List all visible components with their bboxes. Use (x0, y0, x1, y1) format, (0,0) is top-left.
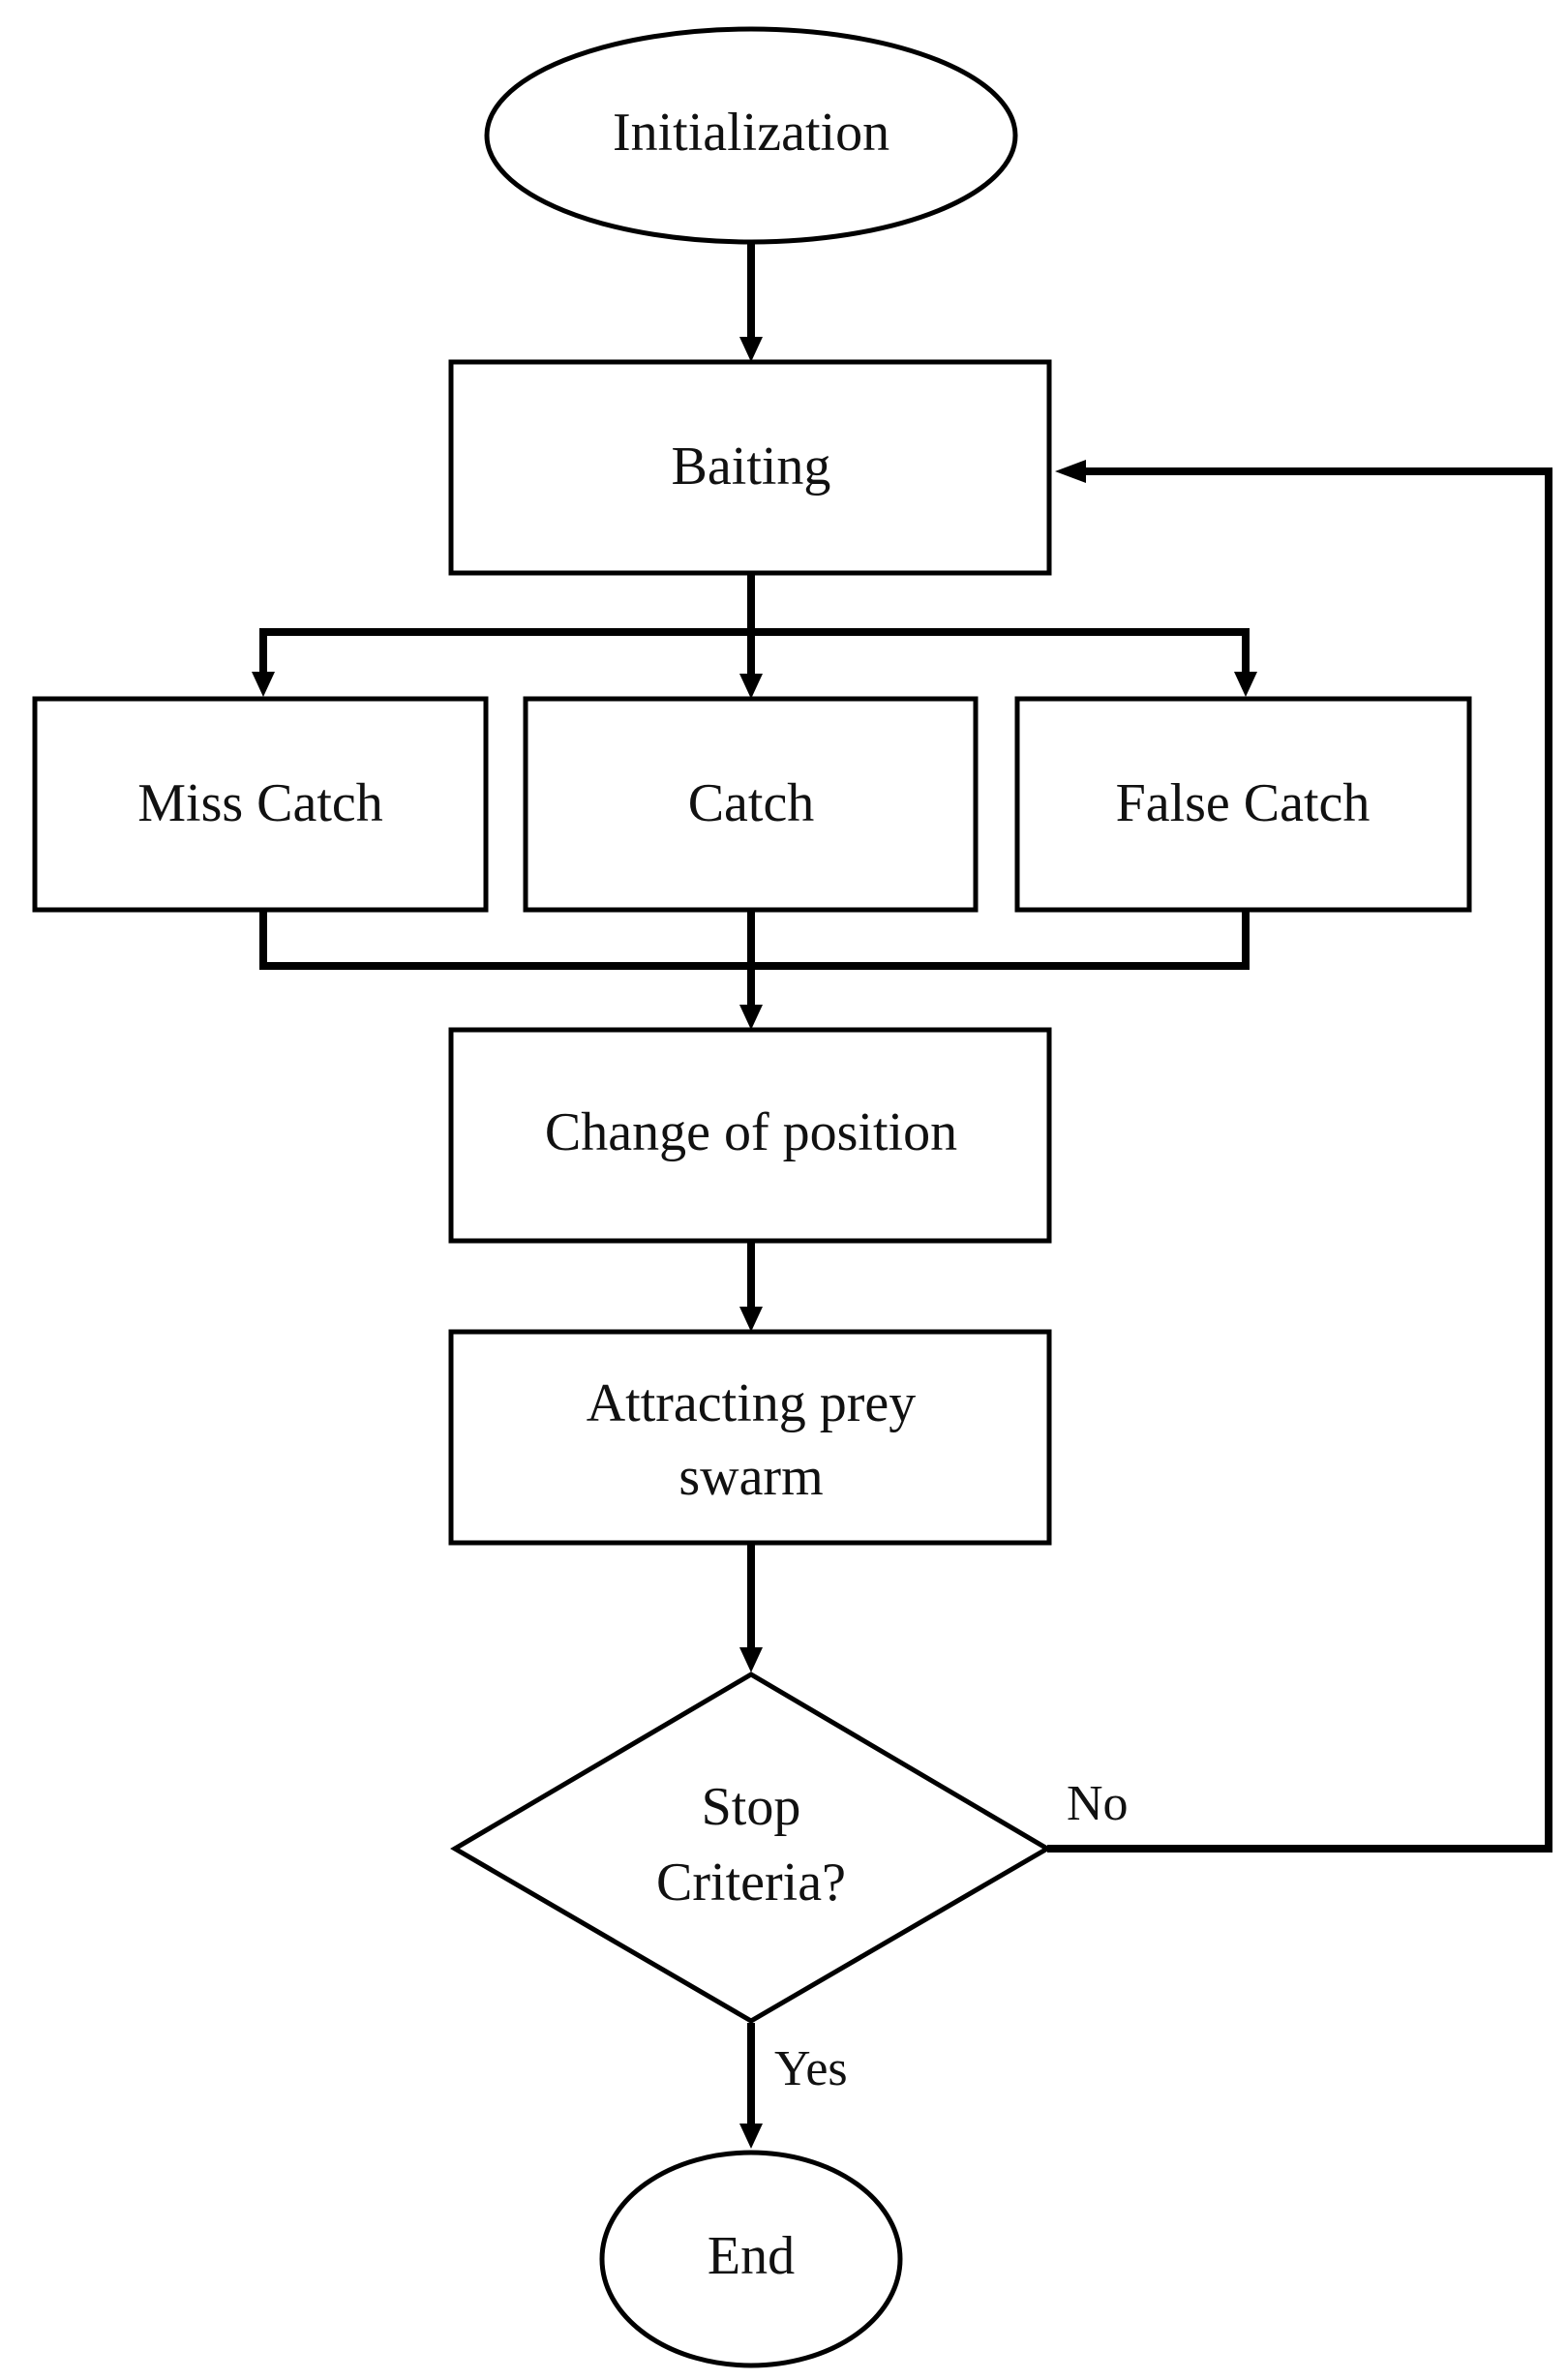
attracting-box (448, 1329, 1052, 1546)
arrowhead-miss-catch (252, 672, 275, 697)
baiting-box (448, 359, 1052, 576)
catch-label: Catch (688, 773, 815, 833)
edge-label-no: No (1067, 1776, 1129, 1831)
node-end: End (599, 2150, 903, 2368)
end-ellipse (599, 2150, 903, 2368)
baiting-label: Baiting (672, 437, 831, 497)
stop-criteria-label-line-1: Stop (702, 1777, 801, 1837)
node-initialization: Initialization (484, 26, 1018, 245)
attracting-label-line-1: Attracting prey (587, 1373, 917, 1433)
false-catch-label: False Catch (1116, 773, 1371, 833)
node-change-of-position: Change of position (448, 1027, 1052, 1244)
node-attracting-prey-swarm: Attracting prey swarm (448, 1329, 1052, 1546)
stop-criteria-label-line-2: Criteria? (656, 1853, 846, 1913)
arrowhead-attracting (739, 1307, 763, 1332)
initialization-ellipse (484, 26, 1018, 245)
catch-box (523, 696, 979, 913)
node-baiting: Baiting (448, 359, 1052, 576)
change-of-position-box (448, 1027, 1052, 1244)
stop-criteria-diamond (450, 1672, 1052, 2024)
arrowhead-catch (739, 674, 763, 699)
arrowhead-end (739, 2124, 763, 2149)
edge-no-loop (1047, 467, 1552, 1853)
arrowhead-false-catch (1234, 672, 1257, 697)
end-label: End (708, 2226, 795, 2286)
node-false-catch: False Catch (1014, 696, 1472, 913)
arrowhead-stop-criteria (739, 1647, 763, 1672)
miss-catch-box (32, 696, 489, 913)
edge-label-yes: Yes (774, 2041, 848, 2096)
attracting-label-line-2: swarm (678, 1447, 823, 1507)
initialization-label: Initialization (613, 103, 889, 163)
node-catch: Catch (523, 696, 979, 913)
false-catch-box (1014, 696, 1472, 913)
arrowhead-change-of-position (739, 1005, 763, 1030)
node-miss-catch: Miss Catch (32, 696, 489, 913)
arrowhead-baiting-loop (1055, 460, 1086, 483)
arrowhead-baiting (739, 337, 763, 362)
connectors (252, 242, 1552, 2149)
change-of-position-label: Change of position (545, 1102, 957, 1162)
miss-catch-label: Miss Catch (137, 773, 383, 833)
node-stop-criteria: Stop Criteria? (450, 1672, 1052, 2024)
